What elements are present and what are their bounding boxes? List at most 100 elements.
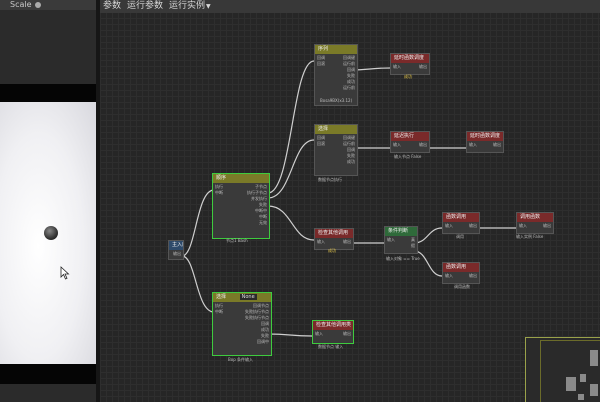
toolbar-runtime-instance-dropdown[interactable]: 运行实例▼	[169, 0, 211, 13]
port-out[interactable]: 并发执行	[251, 196, 267, 201]
port-out[interactable]: 运行前	[343, 141, 355, 146]
node-top-sequence-caption: Bosa9BX(x3.12)	[320, 98, 353, 103]
scale-bar[interactable]: Scale	[0, 0, 96, 10]
toolbar-params-button[interactable]: 参数	[103, 1, 122, 11]
port-in[interactable]: 执行	[215, 184, 223, 189]
port-out[interactable]: 无效	[259, 220, 267, 225]
node-r1-title: 函数调用	[443, 213, 479, 222]
port-out[interactable]: 输出	[543, 223, 551, 228]
port-out[interactable]: 输出	[493, 142, 501, 147]
graph-minimap[interactable]	[525, 337, 600, 402]
letterbox-bottom	[0, 364, 96, 384]
port-out[interactable]: 失败	[347, 153, 355, 158]
node-top-sequence[interactable]: 序列 回调回调键 回滚运行前 回调 失败 成功 运行前	[314, 44, 358, 106]
port-out[interactable]: 回调键	[343, 55, 355, 60]
mouse-cursor-icon	[60, 266, 70, 280]
port-out[interactable]: 运行前	[343, 85, 355, 90]
minimap-node	[590, 384, 598, 396]
node-r2[interactable]: 调用函数 输入 输出	[516, 212, 554, 234]
node-r1[interactable]: 函数调用 输入 输出	[442, 212, 480, 234]
node-bottom-sequence-badge[interactable]: None	[239, 294, 257, 300]
minimap-node	[578, 394, 584, 400]
port-in[interactable]: 回调	[317, 55, 325, 60]
scale-slider-handle[interactable]	[34, 1, 41, 8]
node-bottom-red[interactable]: 检查其他调用类 输入 输出	[312, 320, 354, 344]
node-root-title: 主入口	[169, 241, 183, 250]
minimap-node	[580, 374, 586, 382]
port-out[interactable]: 失败执行节点	[245, 309, 269, 314]
port-in[interactable]: 回滚	[317, 141, 325, 146]
node-r1-caption: 调用	[456, 234, 464, 239]
node-r2-caption: 输入实例 False	[516, 234, 544, 239]
port-out[interactable]: 回调	[347, 147, 355, 152]
chevron-down-icon: ▼	[206, 3, 211, 10]
port-in[interactable]: 输入	[469, 142, 477, 147]
runtime-instance-label: 运行实例	[169, 1, 206, 11]
port-out[interactable]: 子节点	[255, 184, 267, 189]
node-green-condition[interactable]: 条件判断 输入真 假	[384, 226, 418, 254]
toolbar-runtime-params-button[interactable]: 运行参数	[127, 1, 164, 11]
port-in[interactable]: 回调	[317, 135, 325, 140]
port-in[interactable]: 执行	[215, 303, 223, 308]
port-out[interactable]: 失败执行节点	[245, 315, 269, 320]
port-out[interactable]: 回调节点	[253, 303, 269, 308]
node-bottom-red-title: 检查其他调用类	[313, 321, 353, 330]
port-out[interactable]: 失败	[259, 202, 267, 207]
node-mid-sequence-title: 选择	[315, 125, 357, 134]
port-out[interactable]: 成功	[261, 327, 269, 332]
node-bottom-sequence[interactable]: 选择 None 执行回调节点 中断失败执行节点 失败执行节点 回调 成功 失败 …	[212, 292, 272, 356]
node-top-red[interactable]: 延时函数调度 输入输出	[390, 53, 430, 75]
port-out[interactable]: 回调键	[343, 135, 355, 140]
port-out[interactable]: 输出	[419, 64, 427, 69]
minimap-node	[566, 377, 576, 391]
node-mid-sequence[interactable]: 选择 回调 回调键 回滚 运行前 回调 失败 成功	[314, 124, 358, 176]
port-out[interactable]: 真	[411, 237, 415, 242]
node-mid-red1-title: 延迟执行	[391, 132, 429, 141]
port-in[interactable]: 输入	[445, 273, 453, 278]
port-out[interactable]: 运行前	[343, 61, 355, 66]
port-out[interactable]: 输出	[469, 223, 477, 228]
node-mid-red1[interactable]: 延迟执行 输入 输出	[390, 131, 430, 153]
graph-toolbar: 参数 运行参数 运行实例▼	[100, 0, 600, 13]
node-top-sequence-title: 序列	[315, 45, 357, 54]
node-check-red-title: 检查其他调用	[315, 229, 353, 238]
node-root[interactable]: 主入口 输出	[168, 240, 184, 260]
port-in[interactable]: 中断	[215, 309, 223, 314]
port-out[interactable]: 失败	[347, 73, 355, 78]
port-out[interactable]: 回调	[347, 67, 355, 72]
port-out[interactable]: 回调	[261, 321, 269, 326]
port-out[interactable]: 成功	[347, 159, 355, 164]
minimap-viewport[interactable]	[540, 340, 600, 402]
port-in[interactable]: 回滚	[317, 61, 325, 66]
port-out[interactable]: 输出	[343, 331, 351, 336]
node-root-output[interactable]: 输出	[173, 251, 181, 256]
node-check-red-caption: 成功	[328, 248, 336, 253]
port-in[interactable]: 输入	[387, 237, 395, 242]
port-in[interactable]: 输入	[519, 223, 527, 228]
node-bottom-sequence-caption: Bop 条件输入	[228, 357, 254, 362]
node-check-red[interactable]: 检查其他调用 输入 输出	[314, 228, 354, 250]
port-out[interactable]: 输出	[343, 239, 351, 244]
port-out[interactable]: 执行子节点	[247, 190, 267, 195]
node-r3[interactable]: 函数调用 输入输出	[442, 262, 480, 284]
port-in[interactable]: 中断	[215, 190, 223, 195]
port-out[interactable]: 假	[411, 243, 415, 248]
port-out[interactable]: 回调中	[257, 339, 269, 344]
port-out[interactable]: 输出	[469, 273, 477, 278]
port-out[interactable]: 成功	[347, 79, 355, 84]
port-out[interactable]: 中断中	[255, 208, 267, 213]
node-top-red-caption: 成功	[404, 74, 412, 79]
port-in[interactable]: 输入	[393, 142, 401, 147]
port-in[interactable]: 输入	[393, 64, 401, 69]
node-mid-red2[interactable]: 延时函数调度 输入输出	[466, 131, 504, 153]
port-in[interactable]: 输入	[315, 331, 323, 336]
port-out[interactable]: 失败	[261, 333, 269, 338]
port-in[interactable]: 输入	[317, 239, 325, 244]
port-out[interactable]: 中断	[259, 214, 267, 219]
panel-divider[interactable]	[96, 0, 100, 402]
node-r2-title: 调用函数	[517, 213, 553, 222]
port-in[interactable]: 输入	[445, 223, 453, 228]
port-out[interactable]: 输出	[419, 142, 427, 147]
letterbox-top	[0, 84, 96, 102]
node-main-sequence[interactable]: 顺序 执行子节点 中断执行子节点 并发执行 失败 中断中 中断 无效	[212, 173, 270, 239]
